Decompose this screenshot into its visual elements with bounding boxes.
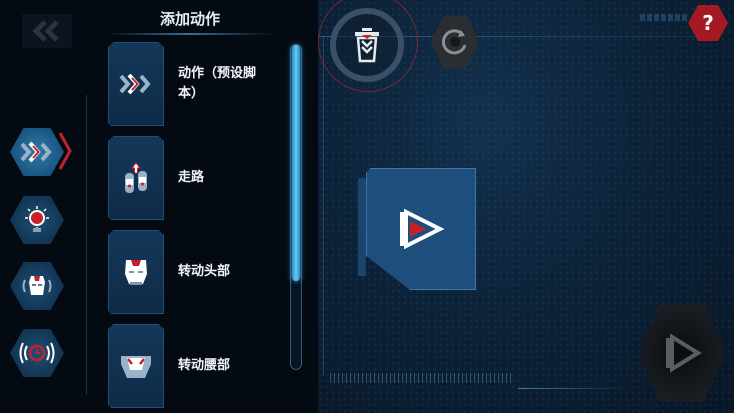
list-item-walk[interactable]: 走路 — [108, 136, 278, 220]
trash-button[interactable] — [330, 8, 404, 82]
chevrons-icon — [119, 73, 151, 95]
list-scrollbar[interactable] — [290, 44, 302, 370]
run-program-button[interactable] — [637, 303, 727, 403]
reset-icon — [441, 29, 467, 55]
robot-head-icon — [125, 260, 147, 285]
play-icon — [400, 208, 445, 250]
block-list: 动作（预设脚本） 走路 转动头部 转动腰部 — [100, 40, 280, 413]
scrollbar-thumb[interactable] — [292, 45, 300, 281]
list-item-preset-action[interactable]: 动作（预设脚本） — [108, 42, 278, 126]
canvas-guide-line — [318, 36, 718, 37]
light-bulb-icon — [25, 206, 49, 232]
list-item-turn-head[interactable]: 转动头部 — [108, 230, 278, 314]
category-lights[interactable] — [10, 196, 64, 244]
list-item-label: 转动腰部 — [178, 358, 231, 373]
timeline-ticks — [330, 373, 512, 383]
robot-head-sound-icon — [22, 276, 52, 295]
list-item-label: 动作（预设脚本） — [178, 66, 257, 101]
title-divider — [105, 33, 273, 35]
start-block-edge — [358, 178, 366, 276]
play-icon — [666, 333, 702, 373]
canvas-border-line — [323, 36, 324, 376]
category-sound[interactable] — [10, 262, 64, 310]
start-block[interactable] — [366, 168, 476, 290]
signal-bars-decoration — [640, 14, 687, 21]
sidebar-divider — [86, 95, 87, 395]
timeline-line — [518, 388, 628, 389]
page-title: 添加动作 — [159, 10, 220, 28]
active-indicator-icon — [58, 132, 72, 170]
category-timer[interactable] — [10, 329, 64, 377]
reset-button[interactable] — [431, 16, 479, 68]
robot-waist-icon — [121, 356, 151, 378]
list-item-label: 走路 — [178, 170, 205, 185]
help-button[interactable]: ? — [688, 5, 728, 41]
double-chevron-left-icon — [32, 20, 59, 42]
back-button[interactable] — [22, 14, 72, 48]
timer-icon — [19, 342, 55, 364]
category-actions[interactable] — [10, 128, 64, 176]
footprints-icon — [125, 162, 147, 193]
list-item-turn-waist[interactable]: 转动腰部 — [108, 324, 278, 408]
trash-icon — [355, 28, 379, 63]
chevrons-icon — [20, 141, 52, 163]
list-item-label: 转动头部 — [178, 264, 231, 279]
trash-zone-ring — [318, 0, 418, 92]
